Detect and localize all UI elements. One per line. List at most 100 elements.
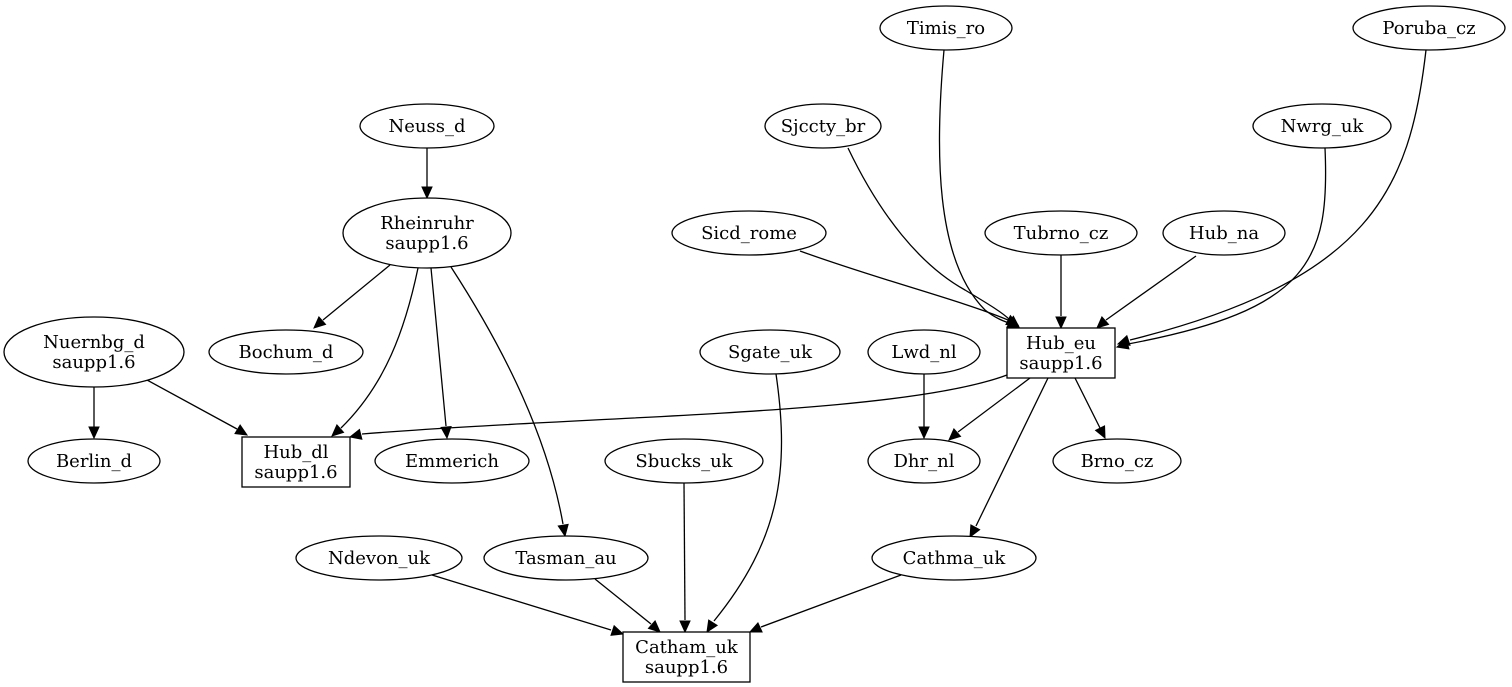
node-label: Sjccty_br [781, 116, 866, 137]
node-cathma-uk[interactable]: Cathma_uk [871, 535, 1037, 581]
arrowhead [348, 428, 363, 440]
node-neuss-d[interactable]: Neuss_d [359, 103, 495, 149]
node-label: Catham_uk [635, 637, 739, 658]
node-sublabel: saupp1.6 [385, 233, 468, 254]
edge-nuernbg_d-to-hub_dl [146, 379, 249, 436]
edge-rheinruhr-to-emmerich [430, 267, 452, 440]
node-hub-na[interactable]: Hub_na [1162, 210, 1286, 256]
edge-line [799, 250, 1009, 321]
node-label: Nuernbg_d [43, 332, 145, 353]
edge-line [361, 374, 1008, 435]
node-box [622, 631, 751, 683]
node-lwd-nl[interactable]: Lwd_nl [867, 329, 981, 375]
edge-rheinruhr-to-hub_dl [331, 267, 419, 437]
node-sgate-uk[interactable]: Sgate_uk [699, 329, 841, 375]
edge-line [975, 377, 1049, 527]
node-bochum-d[interactable]: Bochum_d [208, 329, 364, 375]
arrowhead [88, 426, 100, 440]
node-brno-cz[interactable]: Brno_cz [1052, 438, 1182, 484]
edge-line [1129, 49, 1427, 341]
edge-sicd_rome-to-hub_eu [799, 250, 1020, 326]
edge-line [1105, 255, 1197, 321]
node-tasman-au[interactable]: Tasman_au [483, 535, 649, 581]
node-ellipse [867, 438, 981, 484]
edge-line [760, 574, 902, 628]
node-label: Sgate_uk [728, 342, 813, 363]
node-ellipse [984, 210, 1138, 256]
node-label: Dhr_nl [894, 451, 955, 472]
node-sublabel: saupp1.6 [254, 462, 337, 483]
arrowhead [557, 523, 569, 538]
node-timis-ro[interactable]: Timis_ro [879, 5, 1013, 51]
node-poruba-cz[interactable]: Poruba_cz [1352, 5, 1506, 51]
node-ellipse [374, 438, 530, 484]
node-berlin-d[interactable]: Berlin_d [27, 438, 161, 484]
edge-lwd_nl-to-dhr_nl [918, 374, 930, 440]
node-emmerich[interactable]: Emmerich [374, 438, 530, 484]
node-ellipse [871, 535, 1037, 581]
edge-hub_eu-to-cathma_uk [969, 377, 1049, 539]
arrowhead [1005, 314, 1020, 326]
node-ellipse [604, 438, 764, 484]
edge-rheinruhr-to-tasman_au [450, 266, 569, 538]
node-label: Emmerich [405, 451, 499, 472]
edge-hub_na-to-hub_eu [1096, 255, 1197, 329]
node-label: Neuss_d [389, 116, 466, 137]
node-ellipse [1252, 103, 1392, 149]
edge-hub_eu-to-dhr_nl [948, 377, 1031, 441]
edge-line [847, 147, 1011, 321]
edge-cathma_uk-to-catham_uk [748, 574, 902, 633]
arrowhead [1115, 338, 1130, 350]
node-box [1006, 327, 1116, 379]
edge-poruba_cz-to-hub_eu [1116, 49, 1427, 346]
edge-line [683, 482, 686, 621]
node-sublabel: saupp1.6 [1019, 353, 1102, 374]
node-dhr-nl[interactable]: Dhr_nl [867, 438, 981, 484]
arrowhead [1096, 316, 1110, 329]
edge-neuss_d-to-rheinruhr [421, 148, 433, 200]
arrowhead [918, 426, 930, 440]
arrowhead [234, 424, 249, 436]
node-label: Nwrg_uk [1281, 116, 1365, 137]
arrowhead [969, 524, 981, 539]
edge-line [322, 264, 391, 321]
edge-line [713, 373, 783, 622]
arrowhead [313, 316, 327, 329]
node-label: Cathma_uk [903, 548, 1007, 569]
node-ellipse [867, 329, 981, 375]
edge-line [957, 377, 1031, 433]
node-sicd-rome[interactable]: Sicd_rome [671, 210, 827, 256]
node-nwrg-uk[interactable]: Nwrg_uk [1252, 103, 1392, 149]
edge-tubrno_cz-to-hub_eu [1055, 255, 1067, 330]
node-ellipse [699, 329, 841, 375]
node-sjccty-br[interactable]: Sjccty_br [764, 103, 882, 149]
node-label: Sicd_rome [701, 223, 797, 244]
node-label: Berlin_d [56, 451, 132, 472]
edge-ndevon_uk-to-catham_uk [431, 574, 625, 636]
edge-line [146, 379, 238, 430]
node-tubrno-cz[interactable]: Tubrno_cz [984, 210, 1138, 256]
node-label: Poruba_cz [1382, 18, 1475, 39]
node-ellipse [671, 210, 827, 256]
node-label: Tubrno_cz [1014, 223, 1109, 244]
node-ellipse [1162, 210, 1286, 256]
edge-hub_eu-to-brno_cz [1074, 377, 1106, 440]
node-ellipse [208, 329, 364, 375]
arrowhead [610, 624, 625, 636]
edge-line [938, 49, 1011, 324]
edge-nwrg_uk-to-hub_eu [1115, 147, 1327, 350]
edge-nuernbg_d-to-berlin_d [88, 387, 100, 440]
node-ellipse [295, 535, 463, 581]
node-sublabel: saupp1.6 [52, 352, 135, 373]
node-ellipse [3, 316, 185, 388]
node-ndevon-uk[interactable]: Ndevon_uk [295, 535, 463, 581]
node-sbucks-uk[interactable]: Sbucks_uk [604, 438, 764, 484]
edge-line [1074, 377, 1101, 429]
edge-line [1127, 147, 1327, 345]
